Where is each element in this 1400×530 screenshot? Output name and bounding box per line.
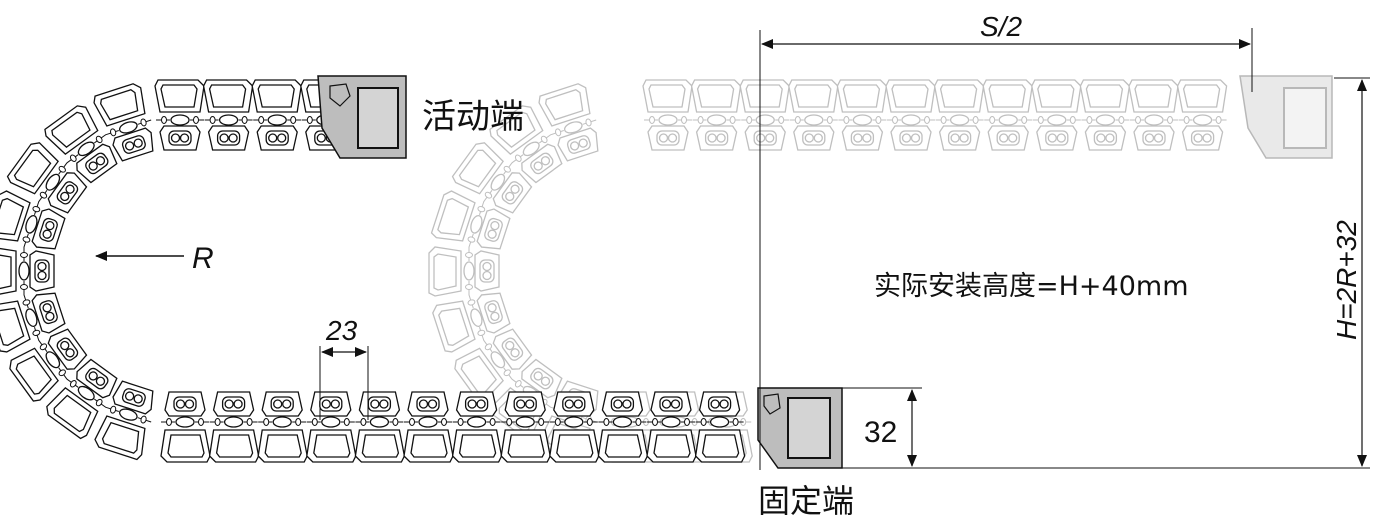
ghost-moving-bracket xyxy=(1239,75,1333,159)
chain-link xyxy=(0,246,55,297)
chain-link xyxy=(694,391,746,463)
chain-link xyxy=(1079,79,1131,151)
chain-link xyxy=(1031,79,1082,151)
moving-end-label: 活动端 xyxy=(422,97,524,137)
dimension-height xyxy=(840,77,1370,469)
chain-link xyxy=(257,391,308,463)
chain-link xyxy=(836,79,888,151)
chain-link xyxy=(0,190,66,250)
chain-link xyxy=(451,391,503,463)
dimension-bracket-height xyxy=(842,387,922,467)
chain-link xyxy=(788,79,839,151)
chain-link xyxy=(306,391,357,463)
dimension-pitch xyxy=(319,346,369,420)
chain-link xyxy=(430,190,511,250)
dimension-half-stroke xyxy=(759,28,1253,470)
half-stroke-label: S/2 xyxy=(980,11,1022,42)
chain-link xyxy=(982,79,1033,151)
chain-link xyxy=(0,292,66,353)
chain-link xyxy=(160,391,211,463)
chain-link xyxy=(94,380,154,461)
height-formula-label: H=2R+32 xyxy=(1331,220,1362,340)
install-height-label: 实际安装高度=H+40mm xyxy=(874,271,1189,302)
fixed-end-label: 固定端 xyxy=(758,482,854,520)
fixed-end-bracket xyxy=(757,387,843,469)
chain-link xyxy=(597,391,649,463)
chain-link xyxy=(432,292,511,353)
chain-link xyxy=(885,79,936,151)
chain-link xyxy=(489,105,563,184)
chain-link xyxy=(6,142,88,214)
chain-link xyxy=(44,105,118,184)
chain-link xyxy=(46,358,118,440)
chain-link xyxy=(202,79,254,151)
main-chain xyxy=(0,79,746,463)
pitch-label: 23 xyxy=(325,315,358,346)
chain-link xyxy=(93,83,154,162)
chain-link xyxy=(354,391,406,463)
chain-link xyxy=(1176,79,1228,151)
chain-link xyxy=(451,142,533,214)
radius-label: R xyxy=(192,242,214,275)
chain-link xyxy=(500,391,551,463)
chain-link xyxy=(646,391,697,463)
chain-link xyxy=(642,79,693,151)
chain-link xyxy=(1128,79,1179,151)
chain-link xyxy=(428,246,500,297)
bracket-height-label: 32 xyxy=(864,416,897,449)
chain-link xyxy=(933,79,985,151)
chain-link xyxy=(251,79,302,151)
moving-end-bracket xyxy=(317,75,407,159)
chain-link xyxy=(690,79,742,151)
chain-link xyxy=(208,391,260,463)
chain-link xyxy=(154,79,205,151)
chain-link xyxy=(549,391,600,463)
chain-link xyxy=(9,328,88,402)
chain-link xyxy=(403,391,454,463)
chain-link xyxy=(739,79,790,151)
chain-link xyxy=(538,83,599,162)
